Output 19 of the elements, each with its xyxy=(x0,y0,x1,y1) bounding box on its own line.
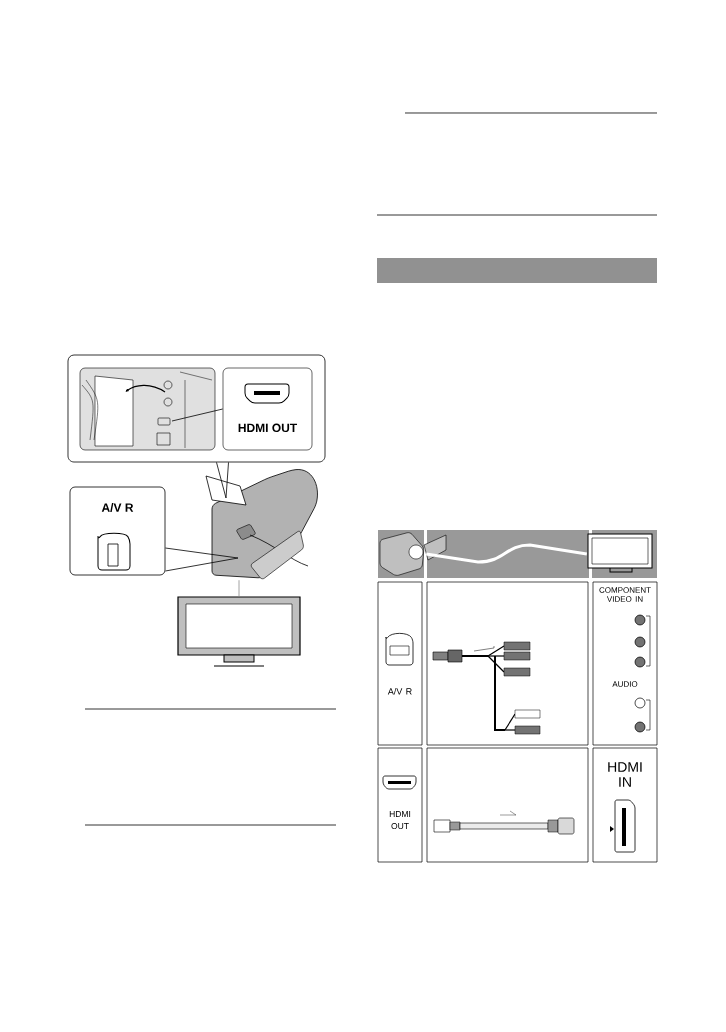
av-r-callout: A/V R xyxy=(69,486,166,576)
tv-drawing xyxy=(177,596,301,667)
cable xyxy=(425,543,588,564)
callout-pointer xyxy=(216,462,229,499)
leader-line xyxy=(171,408,224,422)
camera-closeup-photo xyxy=(79,367,216,451)
tv-drawing xyxy=(587,533,653,573)
hdmi-out-callout: HDMI OUT xyxy=(222,367,313,451)
hdmi-out-cell: HDMI OUT xyxy=(377,747,423,863)
camcorder-drawing xyxy=(379,532,447,576)
hdmi-cable-drawing xyxy=(426,747,589,863)
av-r-cell: A/V R xyxy=(377,581,423,746)
cable xyxy=(238,579,240,597)
camcorder-drawing xyxy=(205,469,318,580)
leader-line xyxy=(165,547,239,572)
section-heading-bar xyxy=(377,258,657,283)
tv-input-cell: COMPONENT VIDEO IN AUDIO xyxy=(592,581,658,746)
component-cable-drawing xyxy=(426,581,589,746)
hdmi-in-cell: HDMI IN xyxy=(592,747,658,863)
